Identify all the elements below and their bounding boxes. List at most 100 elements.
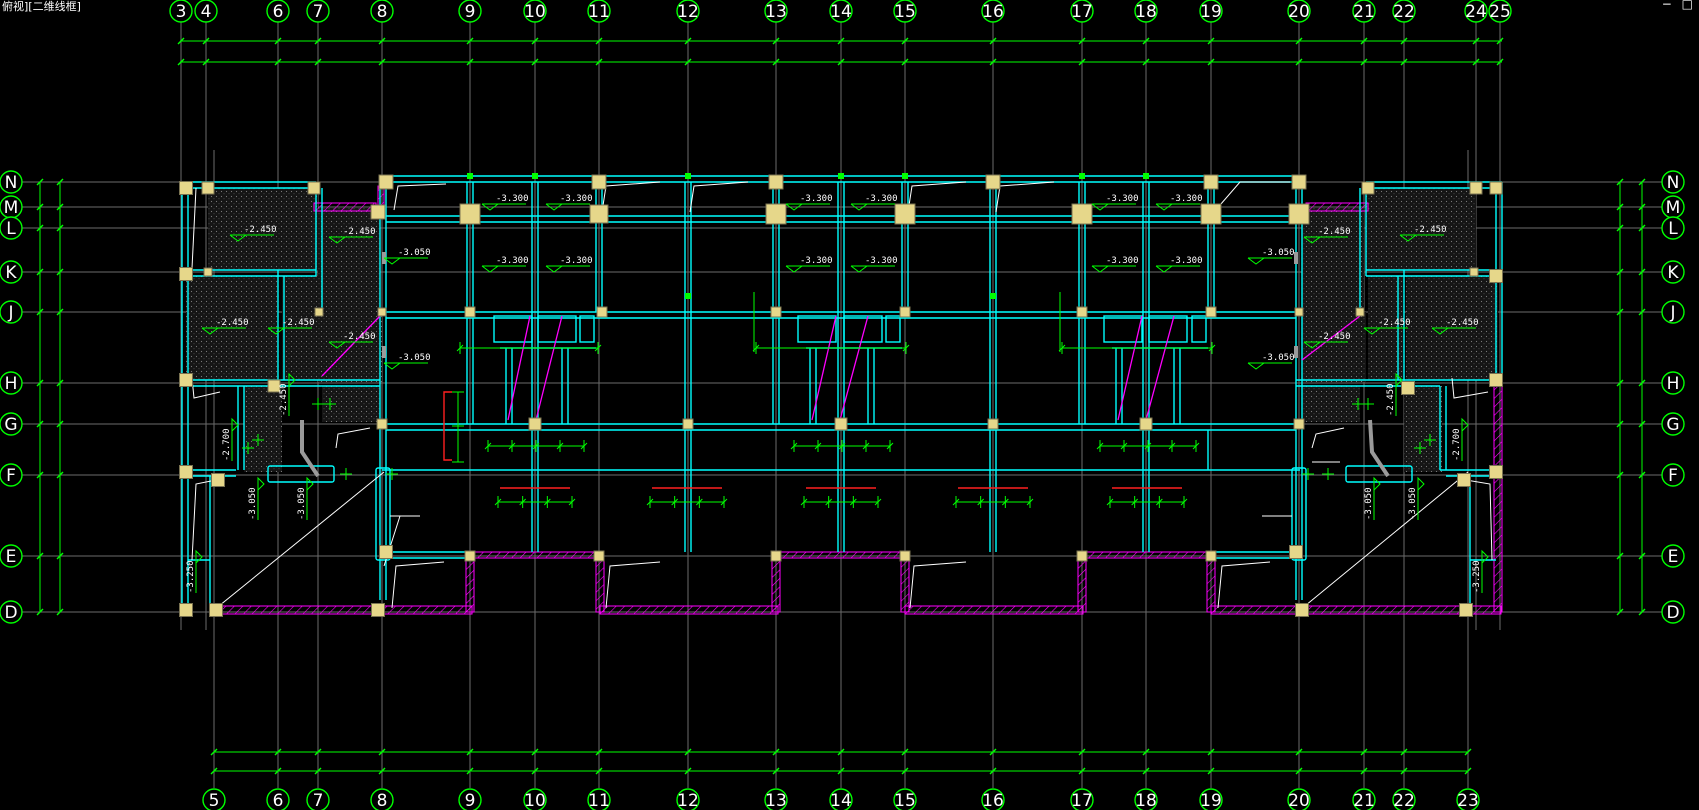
dimension-tick	[684, 748, 692, 756]
column	[1469, 267, 1479, 277]
axis-bubble-ring	[0, 170, 23, 194]
dimension-tick	[1142, 37, 1150, 45]
dimension-tick	[56, 608, 64, 616]
axis-bubble-right: N	[1661, 170, 1685, 194]
level-text: -3.300	[865, 256, 898, 266]
axis-bubble-label: K	[1667, 263, 1679, 283]
dimension-tick	[466, 58, 474, 66]
column	[1489, 269, 1503, 283]
level-text: -3.300	[800, 194, 833, 204]
axis-bubble-top: 14	[829, 0, 853, 23]
level-triangle	[257, 476, 265, 491]
dimension-marker-slash	[825, 498, 833, 506]
dimension-tick	[772, 767, 780, 775]
axis-bubble-ring	[1134, 788, 1158, 810]
level-text: -2.450	[1318, 227, 1351, 237]
axis-bubble-top: 11	[587, 0, 611, 23]
level-marker: -2.450	[1399, 225, 1447, 242]
axis-bubble-ring	[0, 216, 23, 240]
level-text: -3.300	[800, 256, 833, 266]
level-text: -3.300	[865, 194, 898, 204]
axis-bubble-ring	[676, 0, 700, 23]
level-text: -3.050	[297, 487, 307, 520]
dimension-tick	[177, 37, 185, 45]
level-text: -2.450	[1318, 332, 1351, 342]
axis-bubble-top: 6	[266, 0, 290, 23]
dimension-tick	[36, 178, 44, 186]
axis-bubble-label: M	[4, 198, 19, 218]
axis-bubble-top: 7	[306, 0, 330, 23]
axis-bubble-ring	[1661, 463, 1685, 487]
axis-bubble-ring	[1661, 300, 1685, 324]
level-marker-vertical: -2.450	[279, 372, 296, 416]
level-triangle	[1091, 265, 1110, 273]
level-marker: -3.300	[481, 256, 529, 273]
level-text: -3.300	[1170, 256, 1203, 266]
dimension-tick	[1360, 767, 1368, 775]
level-text: -2.450	[1378, 318, 1411, 328]
axis-bubble-label: 19	[1200, 791, 1222, 810]
axis-bubble-bottom: 17	[1070, 788, 1094, 810]
level-text: -2.450	[244, 225, 277, 235]
dimension-tick	[1638, 178, 1646, 186]
column	[459, 203, 481, 225]
axis-bubble-right: J	[1661, 300, 1685, 324]
axis-bubble-top: 9	[458, 0, 482, 23]
dimension-marker-slash	[646, 498, 654, 506]
dimension-marker-slash	[580, 442, 588, 450]
dimension-tick	[531, 767, 539, 775]
axis-bubble-top: 15	[893, 0, 917, 23]
dimension-tick	[1616, 608, 1624, 616]
dimension-marker-slash	[695, 498, 703, 506]
dimension-tick	[989, 37, 997, 45]
axis-bubble-label: 17	[1071, 2, 1093, 22]
level-triangle	[545, 265, 564, 273]
axis-bubble-ring	[829, 788, 853, 810]
level-marker-vertical: -3.050	[1408, 476, 1425, 520]
axis-bubble-ring	[169, 0, 193, 23]
dimension-tick	[1616, 552, 1624, 560]
dimension-marker-slash	[886, 442, 894, 450]
column-marker	[685, 293, 691, 299]
level-text: -2.450	[1386, 383, 1396, 416]
column	[211, 473, 225, 487]
viewport-controls: − □	[1656, 0, 1693, 11]
axis-bubble-label: 16	[982, 791, 1004, 810]
dimension-marker-slash	[800, 498, 808, 506]
dimension-marker-slash	[1168, 442, 1176, 450]
level-marker-vertical: -3.050	[248, 476, 265, 520]
level-text: -2.700	[222, 428, 232, 461]
red-dimension-markers	[443, 391, 1182, 489]
dimension-marker-slash	[1120, 442, 1128, 450]
level-triangle	[481, 265, 500, 273]
axis-bubble-ring	[194, 0, 218, 23]
axis-bubble-label: N	[1667, 173, 1680, 193]
axis-bubble-label: 10	[524, 791, 546, 810]
axis-bubble-label: D	[4, 603, 17, 623]
level-marker-vertical: -2.700	[1452, 417, 1469, 461]
axis-bubble-top: 24	[1464, 0, 1488, 23]
dimension-tick	[1295, 748, 1303, 756]
level-text: -2.450	[343, 332, 376, 342]
axis-bubble-label: 17	[1071, 791, 1093, 810]
level-marker: -3.300	[785, 256, 833, 273]
dimension-marker-slash	[1026, 498, 1034, 506]
axis-bubble-ring	[0, 463, 23, 487]
axis-bubble-label: 8	[377, 791, 388, 810]
viewport-label[interactable]: 俯视][二维线框]	[2, 0, 81, 13]
axis-bubble-top: 8	[370, 0, 394, 23]
level-marker: -3.050	[1247, 248, 1295, 265]
column-marker	[902, 173, 908, 179]
column	[899, 550, 911, 562]
axis-bubble-ring	[370, 0, 394, 23]
restore-icon[interactable]: □	[1681, 0, 1693, 11]
dimension-marker-slash	[556, 442, 564, 450]
dimension-tick	[1472, 58, 1480, 66]
axis-bubble-top: 18	[1134, 0, 1158, 23]
axis-bubble-bottom: 14	[829, 788, 853, 810]
axis-bubble-label: M	[1666, 198, 1681, 218]
dimension-tick	[314, 37, 322, 45]
dimension-tick	[1400, 767, 1408, 775]
level-text: -3.300	[1170, 194, 1203, 204]
minimize-icon[interactable]: −	[1661, 0, 1672, 11]
